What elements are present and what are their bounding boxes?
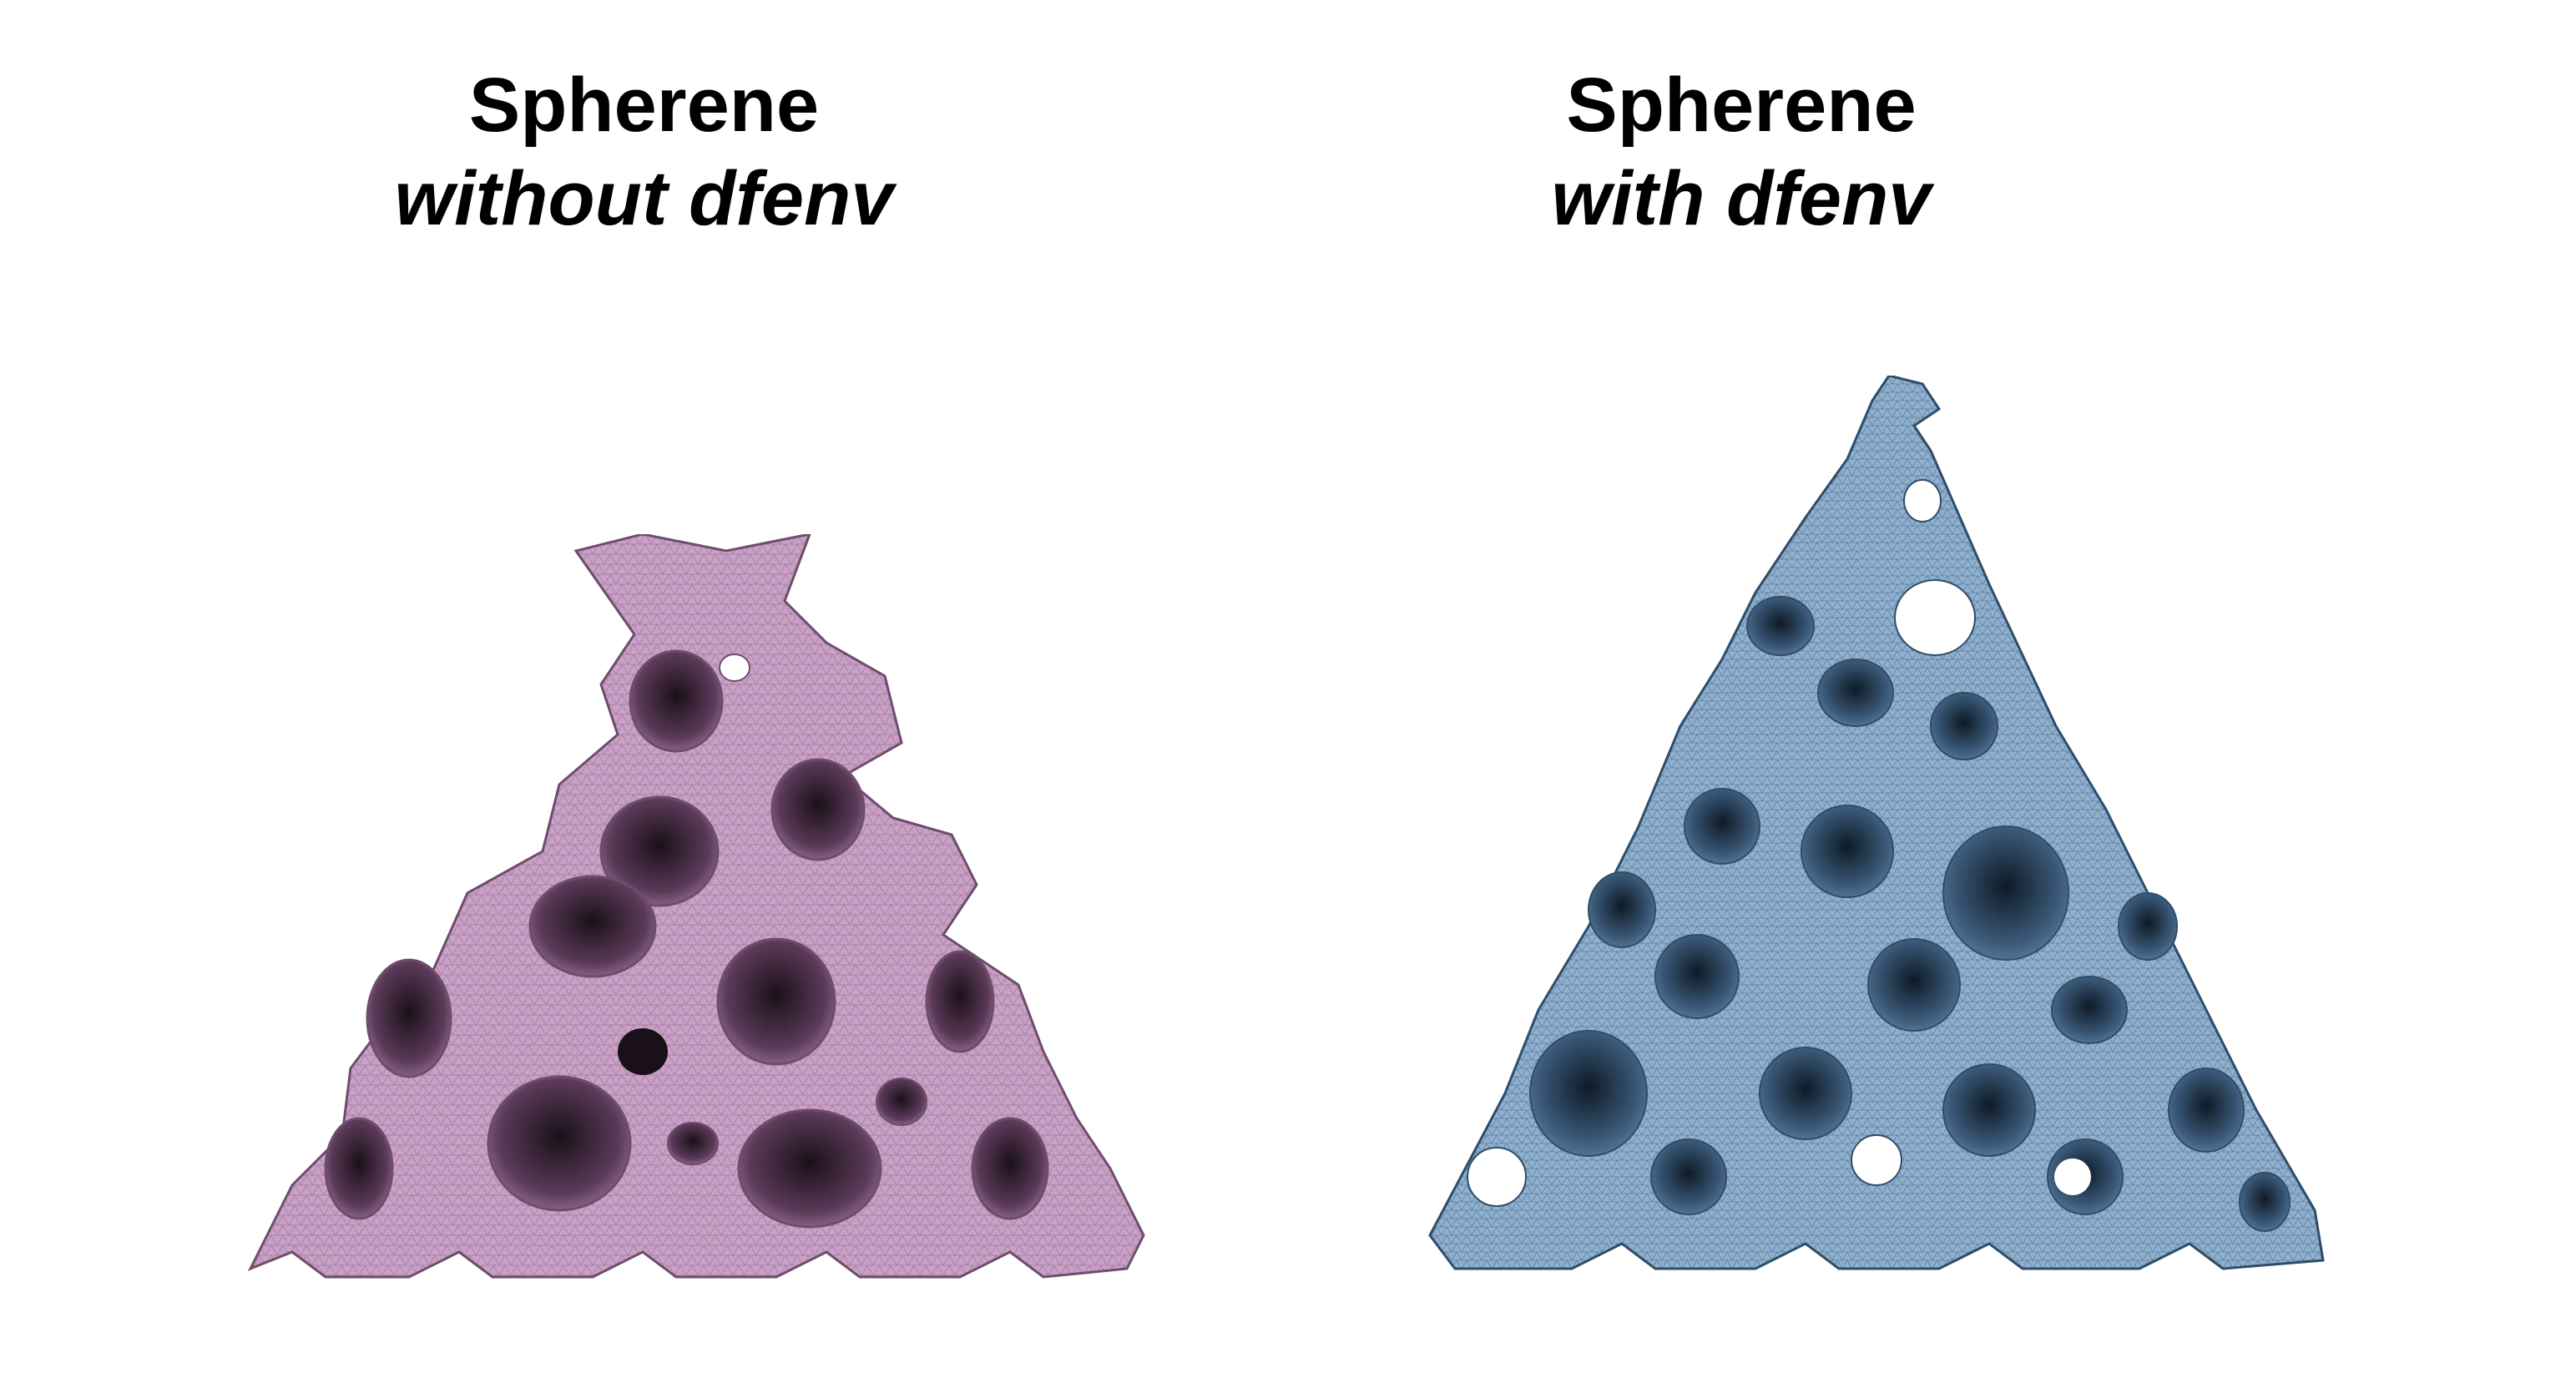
panel-subtitle: without dfenv: [394, 156, 894, 241]
panel-title: Spherene: [1566, 63, 1917, 148]
panel-title: Spherene: [468, 63, 820, 148]
spherene-mesh-with-dfenv: [1428, 376, 2325, 1270]
spherene-mesh-without-dfenv: [247, 534, 1145, 1279]
panel-title-block: Spherene with dfenv: [432, 58, 2576, 245]
panel-title-block: Spherene without dfenv: [0, 58, 1572, 245]
panel-with-dfenv: Spherene with dfenv: [1288, 0, 2576, 1378]
panel-without-dfenv: Spherene without dfenv: [247, 63, 1145, 1279]
panel-subtitle: with dfenv: [1551, 156, 1932, 241]
